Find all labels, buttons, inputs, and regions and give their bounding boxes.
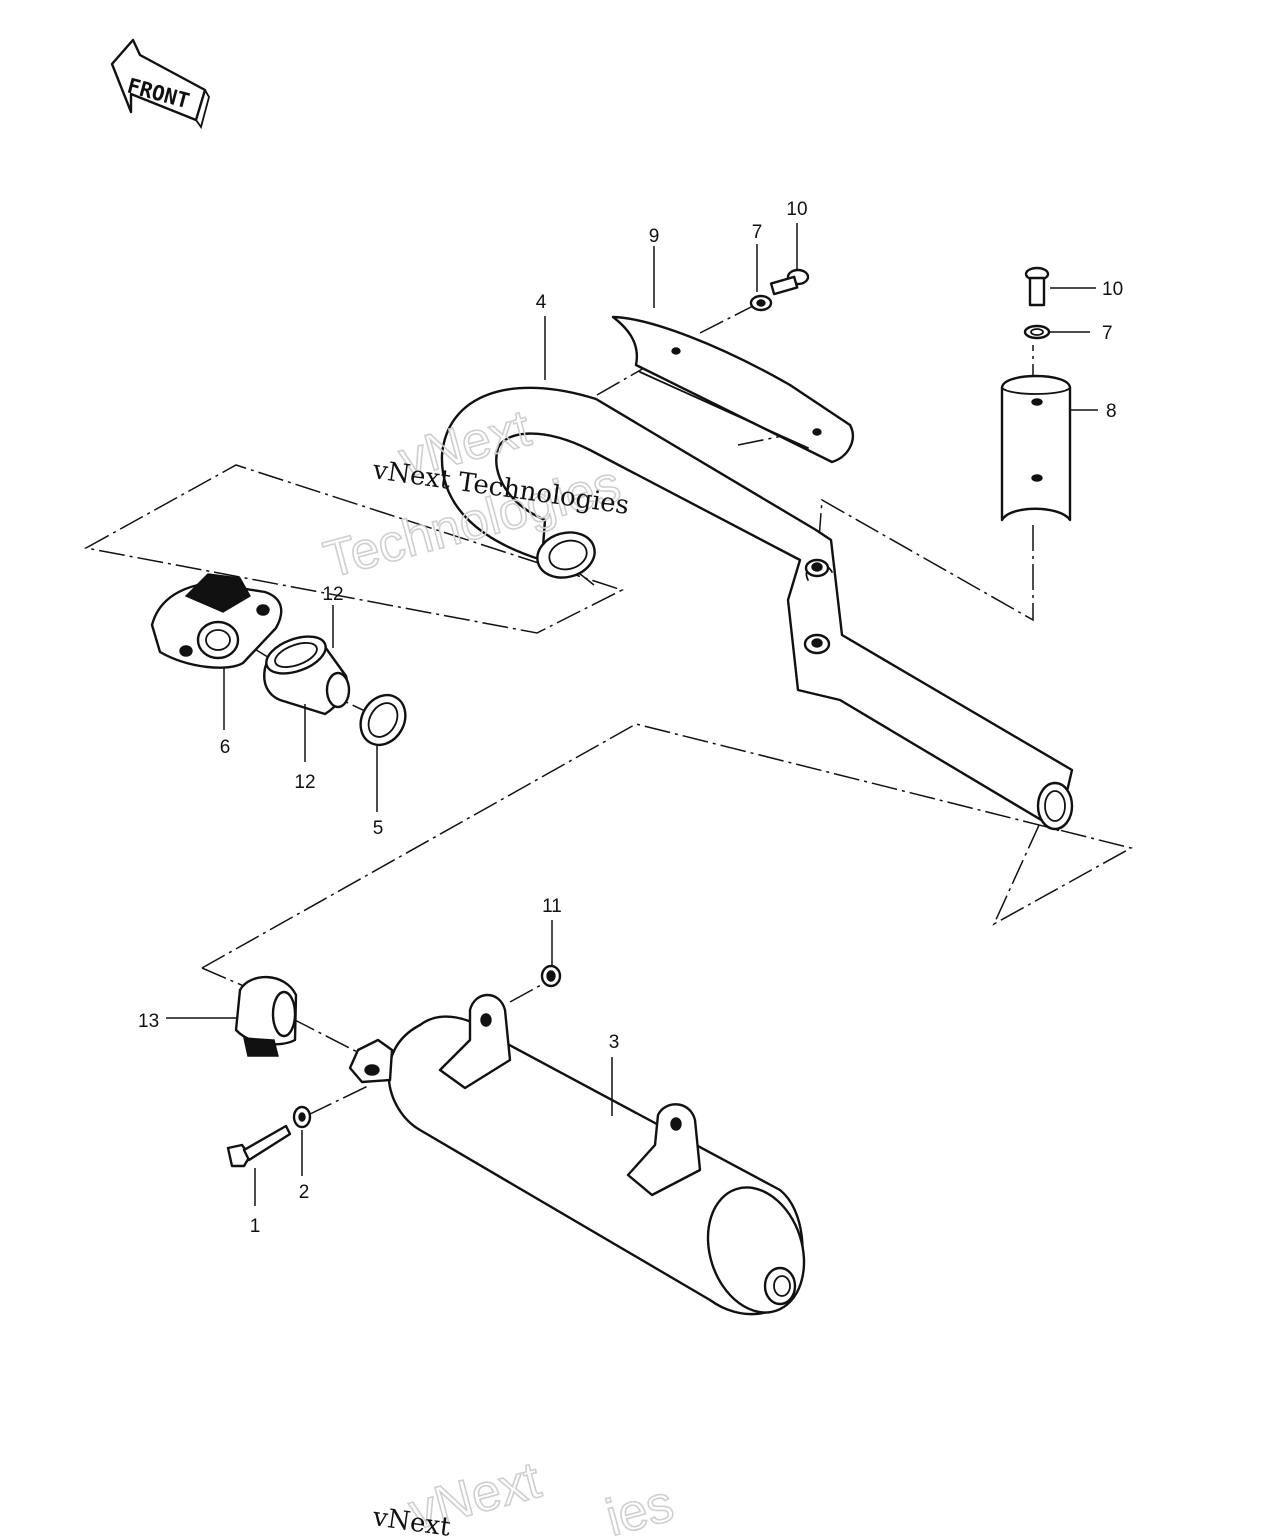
callout-9: 9 bbox=[649, 226, 660, 247]
flange-part bbox=[150, 573, 283, 669]
washer-top-part bbox=[749, 294, 773, 312]
callout-2: 2 bbox=[299, 1182, 310, 1203]
watermark-outline-bottom-2: ies bbox=[600, 1474, 679, 1536]
callout-labels: 1 2 3 4 5 6 7 7 8 9 10 10 11 12 12 13 bbox=[138, 199, 1123, 1237]
callout-leaders bbox=[166, 223, 1098, 1206]
callout-12-bottom: 12 bbox=[294, 772, 315, 793]
watermark: vNext Technologies vNext Technologies vN… bbox=[317, 398, 680, 1536]
callout-11: 11 bbox=[542, 896, 562, 917]
screw-right-part bbox=[1024, 266, 1050, 307]
callout-4: 4 bbox=[536, 292, 547, 313]
callout-8: 8 bbox=[1106, 401, 1117, 422]
screw-top-part bbox=[769, 268, 810, 296]
gasket-ring-part bbox=[359, 693, 407, 747]
callout-7-right: 7 bbox=[1102, 323, 1113, 344]
exhaust-pipe-part bbox=[440, 386, 1074, 832]
bolt-part bbox=[226, 1124, 292, 1168]
callout-12-top: 12 bbox=[322, 584, 343, 605]
washer-right-part bbox=[1023, 324, 1051, 340]
callout-1: 1 bbox=[250, 1216, 261, 1237]
front-arrow-icon: FRONT bbox=[110, 38, 210, 130]
callout-5: 5 bbox=[373, 818, 384, 839]
callout-10-right: 10 bbox=[1102, 279, 1123, 300]
muffler-part bbox=[348, 993, 806, 1316]
callout-10-top: 10 bbox=[786, 199, 807, 220]
heat-guard-part bbox=[611, 315, 855, 464]
callout-3: 3 bbox=[609, 1032, 620, 1053]
callout-7-top: 7 bbox=[752, 222, 763, 243]
clamp-part bbox=[234, 975, 298, 1057]
callout-13: 13 bbox=[138, 1011, 159, 1032]
gasket-sleeve-part bbox=[263, 635, 351, 716]
clamp-shield-part bbox=[1000, 374, 1072, 522]
washer-lower-part bbox=[292, 1105, 312, 1129]
callout-6: 6 bbox=[220, 737, 231, 758]
nut-part bbox=[540, 964, 562, 988]
